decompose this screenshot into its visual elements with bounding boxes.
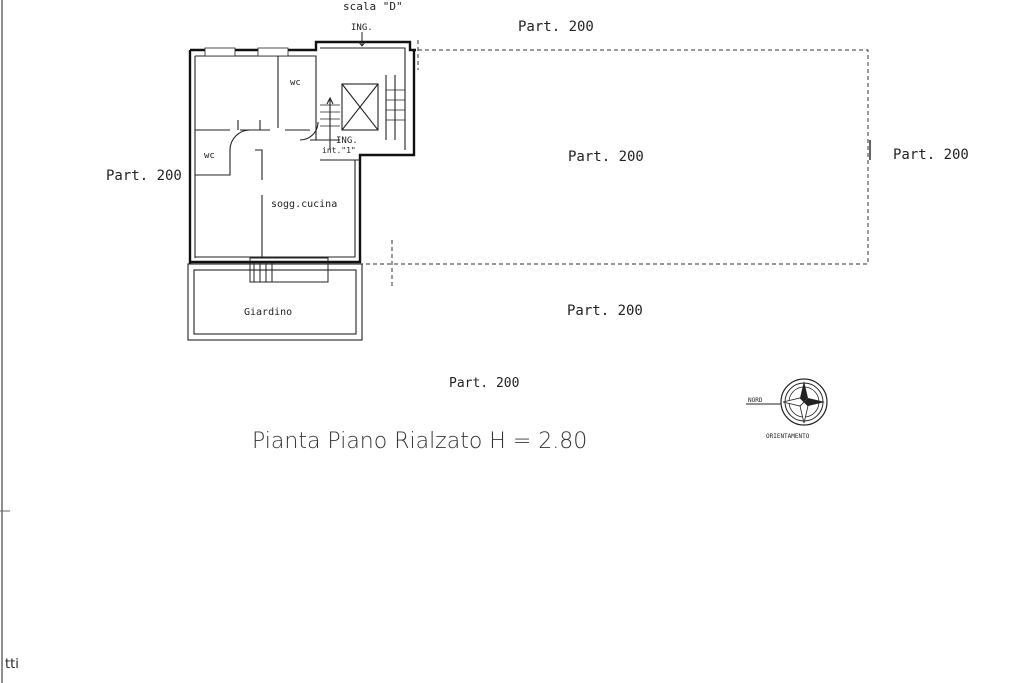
apartment-walls [188, 40, 416, 264]
north-label: NORD [748, 397, 763, 404]
parcel-label-bottom: Part. 200 [567, 303, 643, 319]
entrance-label: ING. [351, 23, 373, 33]
parcel-label-center: Part. 200 [568, 149, 644, 165]
parcel-boundary [360, 40, 869, 286]
entrance-arrow [357, 32, 367, 47]
orientation-label: ORIENTAMENTO [766, 433, 810, 440]
stairwell [320, 75, 405, 150]
apartment-number-label: int."1" [322, 146, 356, 155]
wc-label-upper: wc [290, 78, 301, 88]
garden-label: Giardino [244, 307, 292, 318]
stair-label: scala "D" [343, 0, 403, 13]
wc-label-lower: wc [204, 151, 215, 161]
parcel-label-left: Part. 200 [106, 168, 182, 184]
parcel-label-top: Part. 200 [518, 19, 594, 35]
north-compass [746, 378, 828, 426]
kitchen-label: sogg.cucina [271, 199, 337, 210]
apartment-entrance-label: ING. [336, 136, 358, 146]
plan-title: Pianta Piano Rialzato H = 2.80 [252, 429, 587, 454]
parcel-label-right: Part. 200 [893, 147, 969, 163]
margin-text: tti [5, 657, 19, 672]
parcel-label-lower: Part. 200 [449, 376, 519, 391]
garden-area [187, 263, 363, 341]
